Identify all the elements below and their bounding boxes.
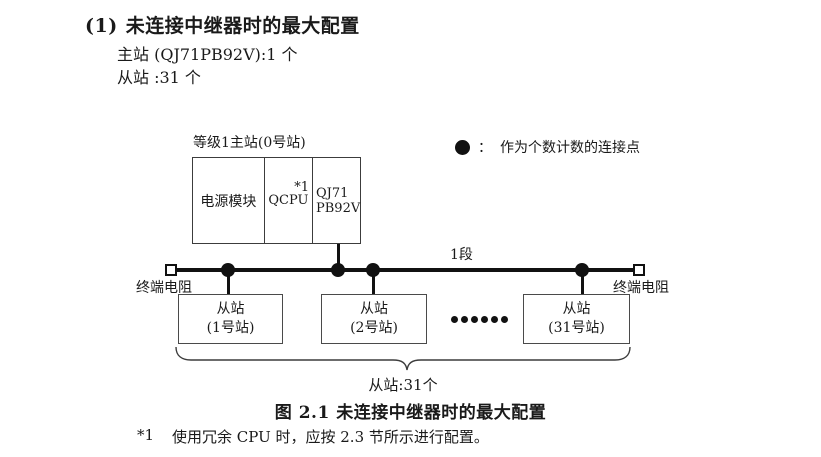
connection-point-icon bbox=[331, 263, 345, 277]
slave2-drop-line bbox=[372, 270, 375, 295]
profibus-module-cell: QJ71 PB92V bbox=[313, 158, 360, 243]
cpu-footnote-marker: *1 bbox=[294, 180, 309, 195]
connection-point-icon bbox=[575, 263, 589, 277]
legend-text: 作为个数计数的连接点 bbox=[500, 140, 640, 156]
slave-label: 从站 bbox=[562, 301, 591, 317]
segment-label: 1段 bbox=[450, 247, 473, 263]
slave31-drop-line bbox=[581, 270, 584, 295]
connection-point-icon bbox=[455, 139, 470, 155]
power-module-cell: 电源模块 bbox=[193, 158, 265, 243]
slave-station-number: (1号站) bbox=[206, 320, 255, 336]
slave1-drop-line bbox=[227, 270, 230, 295]
terminating-resistor-left-label: 终端电阻 bbox=[136, 280, 192, 296]
footnote-text: 使用冗余 CPU 时，应按 2.3 节所示进行配置。 bbox=[172, 428, 489, 446]
cpu-cell: *1 QCPU bbox=[265, 158, 313, 243]
section-title: 未连接中继器时的最大配置 bbox=[125, 15, 360, 37]
footnote-marker: *1 bbox=[137, 426, 155, 444]
slave-label: 从站 bbox=[360, 301, 388, 317]
brace bbox=[175, 347, 631, 371]
legend: ： 作为个数计数的连接点 bbox=[455, 137, 640, 157]
slave-count-line: 从站 :31 个 bbox=[117, 68, 201, 87]
slave-station-2-box: 从站 (2号站) bbox=[321, 294, 427, 344]
module-name-line2: PB92V bbox=[316, 200, 361, 216]
section-heading: (1) 未连接中继器时的最大配置 bbox=[85, 11, 360, 38]
master-station-box: 电源模块 *1 QCPU QJ71 PB92V bbox=[192, 157, 361, 244]
figure-caption: 图 2.1 未连接中继器时的最大配置 bbox=[274, 403, 547, 423]
terminating-resistor-right-label: 终端电阻 bbox=[613, 280, 669, 296]
slave-station-number: (31号站) bbox=[548, 320, 605, 336]
connection-point-icon bbox=[366, 263, 380, 277]
master-station-label: 等级1主站(0号站) bbox=[193, 135, 306, 151]
terminating-resistor-left-icon bbox=[165, 264, 177, 276]
slave-label: 从站 bbox=[216, 301, 245, 317]
legend-colon: ： bbox=[478, 140, 492, 156]
section-number: (1) bbox=[85, 15, 118, 37]
ellipsis-dots bbox=[451, 316, 508, 323]
terminating-resistor-right-icon bbox=[633, 264, 645, 276]
bus-line bbox=[177, 268, 635, 272]
master-count-line: 主站 (QJ71PB92V):1 个 bbox=[117, 45, 298, 64]
cpu-label: QCPU bbox=[268, 193, 309, 208]
connection-point-icon bbox=[221, 263, 235, 277]
module-name-line1: QJ71 bbox=[316, 185, 349, 201]
slave-total-label: 从站:31个 bbox=[368, 376, 438, 394]
slave-station-1-box: 从站 (1号站) bbox=[178, 294, 283, 344]
slave-station-number: (2号站) bbox=[350, 320, 398, 336]
slave-station-31-box: 从站 (31号站) bbox=[523, 294, 630, 344]
master-drop-line bbox=[337, 244, 340, 270]
